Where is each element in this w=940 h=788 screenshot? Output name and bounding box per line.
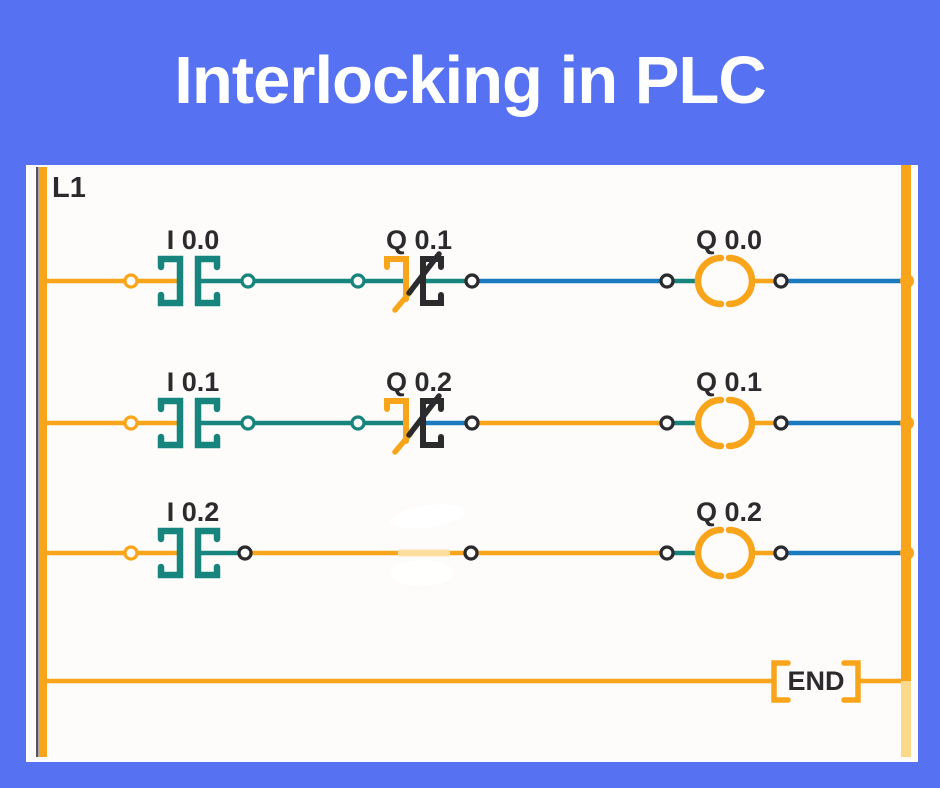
contact-label: Q 0.2	[386, 367, 452, 397]
watermark-smudge	[390, 560, 454, 586]
junction-node	[240, 273, 256, 289]
junction-node	[659, 415, 675, 431]
coil-label: Q 0.2	[696, 497, 762, 527]
end-box-bracket	[841, 660, 861, 703]
watermark-smudge	[398, 549, 450, 557]
junction-node	[237, 545, 253, 561]
contact-label: Q 0.1	[386, 225, 452, 255]
junction-node	[123, 415, 139, 431]
coil-icon	[694, 526, 725, 580]
no-contact-icon	[157, 397, 184, 449]
coil-icon	[694, 396, 725, 450]
coil-icon	[725, 396, 756, 450]
diagram-panel	[26, 165, 918, 762]
nc-contact-slash-icon	[406, 251, 442, 296]
contact-label: I 0.0	[167, 225, 220, 255]
contact-label: I 0.2	[167, 497, 220, 527]
junction-node	[123, 273, 139, 289]
no-contact-icon	[194, 397, 221, 449]
left-power-rail	[39, 167, 47, 757]
junction-node	[463, 545, 479, 561]
coil-icon	[725, 254, 756, 308]
junction-node	[350, 273, 366, 289]
right-power-rail	[901, 165, 911, 681]
junction-node	[240, 415, 256, 431]
end-label: END	[787, 666, 844, 696]
nc-contact-icon	[420, 398, 444, 448]
junction-node	[659, 273, 675, 289]
no-contact-icon	[194, 255, 221, 307]
left-rail-edge	[36, 167, 39, 757]
no-contact-icon	[157, 527, 184, 579]
junction-node	[350, 415, 366, 431]
no-contact-icon	[157, 255, 184, 307]
watermark-smudge	[390, 504, 466, 529]
end-box-bracket	[771, 660, 791, 703]
junction-node	[464, 415, 480, 431]
contact-label: I 0.1	[167, 367, 220, 397]
junction-node	[773, 545, 789, 561]
coil-icon	[725, 526, 756, 580]
coil-icon	[694, 254, 725, 308]
nc-contact-slash-icon	[406, 393, 442, 438]
junction-node	[773, 415, 789, 431]
coil-label: Q 0.1	[696, 367, 762, 397]
nc-contact-icon	[420, 256, 444, 306]
coil-label: Q 0.0	[696, 225, 762, 255]
junction-node	[659, 545, 675, 561]
nc-contact-icon	[384, 256, 409, 302]
page-title: Interlocking in PLC	[174, 42, 767, 118]
junction-node	[464, 273, 480, 289]
junction-node	[773, 273, 789, 289]
rail-label: L1	[52, 172, 86, 204]
right-power-rail	[901, 681, 911, 757]
no-contact-icon	[194, 527, 221, 579]
junction-node	[123, 545, 139, 561]
nc-contact-icon	[384, 398, 409, 444]
